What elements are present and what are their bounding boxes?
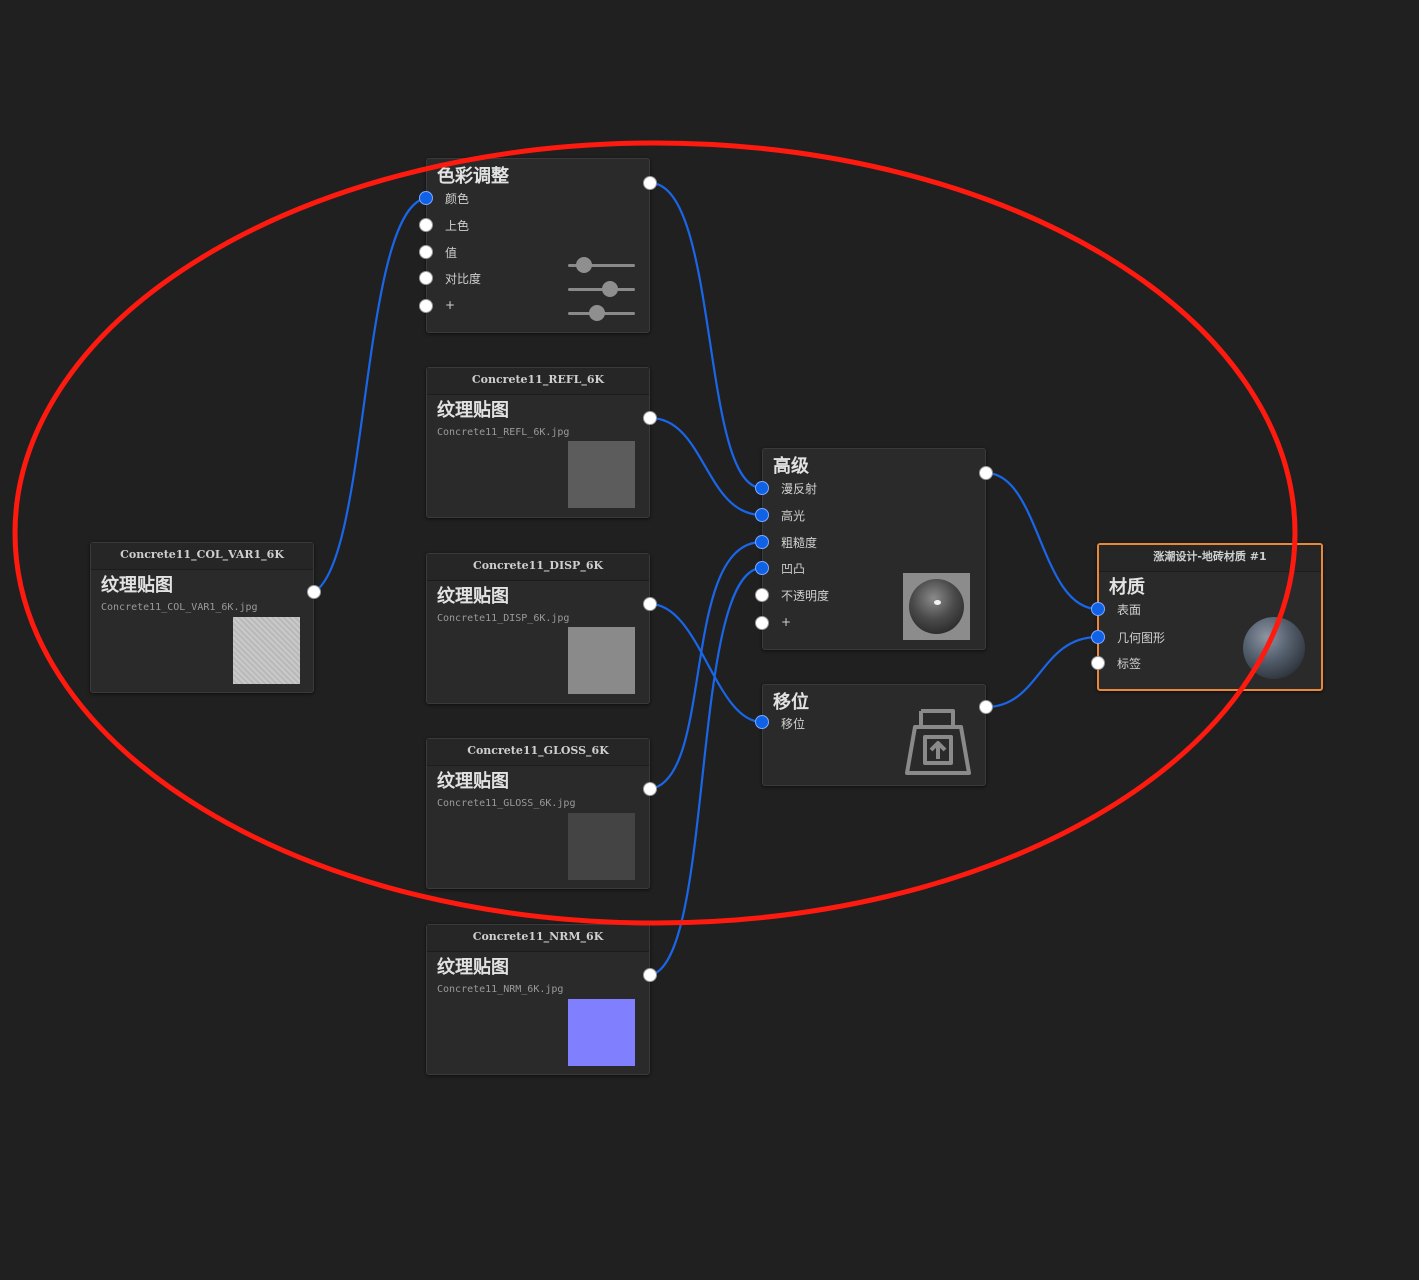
- input-port-tint[interactable]: [419, 218, 433, 232]
- input-port-opacity[interactable]: [755, 588, 769, 602]
- node-texture-disp[interactable]: Concrete11_DISP_6K 纹理贴图 Concrete11_DISP_…: [426, 553, 650, 704]
- node-title: 移位: [773, 692, 809, 713]
- port-label: 几何图形: [1117, 631, 1166, 645]
- node-material[interactable]: 涨潮设计-地砖材质 #1 材质 表面 几何图形 标签: [1097, 543, 1323, 691]
- input-port-geometry[interactable]: [1091, 630, 1105, 644]
- input-port-contrast[interactable]: [419, 271, 433, 285]
- output-port-col[interactable]: [307, 585, 321, 599]
- node-displacement[interactable]: 移位 移位: [762, 684, 986, 786]
- output-port-disp[interactable]: [643, 597, 657, 611]
- node-header: 涨潮设计-地砖材质 #1: [1099, 545, 1321, 572]
- output-port-gloss[interactable]: [643, 782, 657, 796]
- node-title: 材质: [1109, 577, 1145, 598]
- wire-col-to-color-adjust: [313, 196, 427, 593]
- wire-refl-to-specular: [649, 416, 763, 517]
- node-header: Concrete11_DISP_6K: [427, 554, 649, 581]
- texture-thumbnail: [568, 627, 635, 694]
- output-port-displacement[interactable]: [979, 700, 993, 714]
- port-label: 漫反射: [781, 482, 818, 496]
- input-port-advanced-add[interactable]: [755, 616, 769, 630]
- wire-color-adjust-to-diffuse: [649, 181, 763, 490]
- node-texture-col[interactable]: Concrete11_COL_VAR1_6K 纹理贴图 Concrete11_C…: [90, 542, 314, 693]
- port-label: 粗糙度: [781, 536, 818, 550]
- port-label: 高光: [781, 509, 806, 523]
- material-sphere-icon: [1243, 617, 1305, 679]
- node-header: Concrete11_GLOSS_6K: [427, 739, 649, 766]
- output-port-color-adjust[interactable]: [643, 176, 657, 190]
- input-port-specular[interactable]: [755, 508, 769, 522]
- texture-filename: Concrete11_GLOSS_6K.jpg: [437, 798, 576, 809]
- port-label: 标签: [1117, 657, 1142, 671]
- node-title: 高级: [773, 456, 809, 477]
- port-label: 值: [445, 246, 458, 260]
- output-port-refl[interactable]: [643, 411, 657, 425]
- port-label: 上色: [445, 219, 470, 233]
- input-port-diffuse[interactable]: [755, 481, 769, 495]
- wire-disp-to-displacement: [649, 602, 763, 724]
- output-port-advanced[interactable]: [979, 466, 993, 480]
- port-label: +: [781, 615, 792, 629]
- wire-nrm-to-bump: [649, 566, 763, 977]
- node-header: Concrete11_COL_VAR1_6K: [91, 543, 313, 570]
- node-header: Concrete11_NRM_6K: [427, 925, 649, 952]
- node-title: 纹理贴图: [437, 586, 509, 607]
- displacement-icon: [905, 709, 971, 775]
- port-label: 颜色: [445, 192, 470, 206]
- wire-gloss-to-roughness: [649, 540, 763, 791]
- node-texture-refl[interactable]: Concrete11_REFL_6K 纹理贴图 Concrete11_REFL_…: [426, 367, 650, 518]
- input-port-add[interactable]: [419, 299, 433, 313]
- texture-filename: Concrete11_REFL_6K.jpg: [437, 427, 570, 438]
- node-color-adjust[interactable]: 色彩调整 颜色 上色 值 对比度 +: [426, 158, 650, 333]
- port-label: 对比度: [445, 272, 482, 286]
- node-title: 色彩调整: [437, 166, 509, 187]
- node-texture-gloss[interactable]: Concrete11_GLOSS_6K 纹理贴图 Concrete11_GLOS…: [426, 738, 650, 889]
- input-port-color[interactable]: [419, 191, 433, 205]
- port-label: 凹凸: [781, 562, 806, 576]
- node-texture-nrm[interactable]: Concrete11_NRM_6K 纹理贴图 Concrete11_NRM_6K…: [426, 924, 650, 1075]
- input-port-bump[interactable]: [755, 561, 769, 575]
- node-title: 纹理贴图: [437, 400, 509, 421]
- material-ball-preview-icon: [903, 573, 970, 640]
- texture-filename: Concrete11_DISP_6K.jpg: [437, 613, 570, 624]
- wire-advanced-to-surface: [985, 471, 1099, 611]
- node-advanced[interactable]: 高级 漫反射 高光 粗糙度 凹凸 不透明度 +: [762, 448, 986, 650]
- input-port-value[interactable]: [419, 245, 433, 259]
- node-title: 纹理贴图: [101, 575, 173, 596]
- texture-filename: Concrete11_COL_VAR1_6K.jpg: [101, 602, 258, 613]
- node-header: Concrete11_REFL_6K: [427, 368, 649, 395]
- wire-displacement-to-geometry: [985, 635, 1099, 709]
- input-port-roughness[interactable]: [755, 535, 769, 549]
- input-port-displacement[interactable]: [755, 715, 769, 729]
- node-title: 纹理贴图: [437, 771, 509, 792]
- port-label: +: [445, 298, 456, 312]
- texture-thumbnail: [233, 617, 300, 684]
- port-label: 移位: [781, 717, 806, 731]
- port-label: 不透明度: [781, 589, 830, 603]
- input-port-tag[interactable]: [1091, 656, 1105, 670]
- output-port-nrm[interactable]: [643, 968, 657, 982]
- input-port-surface[interactable]: [1091, 602, 1105, 616]
- texture-thumbnail: [568, 813, 635, 880]
- texture-thumbnail: [568, 999, 635, 1066]
- texture-thumbnail: [568, 441, 635, 508]
- node-title: 纹理贴图: [437, 957, 509, 978]
- port-label: 表面: [1117, 603, 1142, 617]
- texture-filename: Concrete11_NRM_6K.jpg: [437, 984, 564, 995]
